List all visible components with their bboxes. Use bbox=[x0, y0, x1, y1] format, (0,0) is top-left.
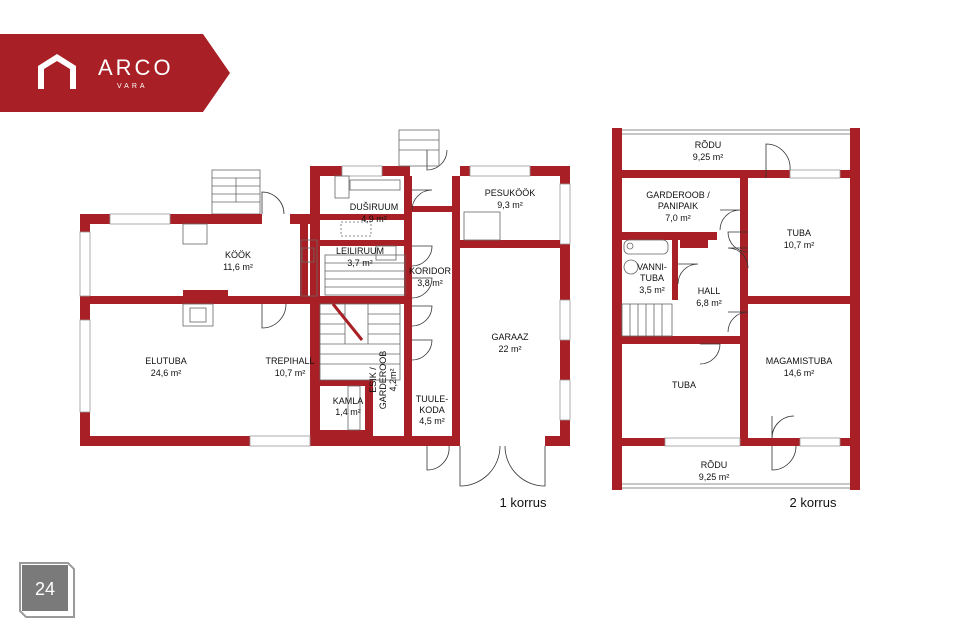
room-area-trepihall: 10,7 m² bbox=[275, 368, 306, 378]
page-number: 24 bbox=[35, 579, 55, 599]
brand-name: ARCO bbox=[98, 55, 174, 80]
room-area-pesukook: 9,3 m² bbox=[497, 200, 523, 210]
room-name-tuba-top: TUBA bbox=[787, 228, 811, 238]
room-name-garderoob-1: GARDEROOB / bbox=[646, 190, 710, 200]
floor2-stairs bbox=[621, 303, 673, 337]
room-area-rodu-bottom: 9,25 m² bbox=[699, 472, 730, 482]
room-name-koridor: KORIDOR bbox=[409, 266, 452, 276]
room-area-garderoob: 7,0 m² bbox=[665, 213, 691, 223]
floor-2: RÕDU 9,25 m² GARDEROOB / PANIPAIK 7,0 m²… bbox=[612, 128, 860, 510]
room-area-leiliruum: 3,7 m² bbox=[347, 258, 373, 268]
floor-1: KÖÖK 11,6 m² ELUTUBA 24,6 m² TREPIHALL 1… bbox=[79, 129, 571, 510]
room-name-elutuba: ELUTUBA bbox=[145, 356, 187, 366]
room-area-esik: 4,2m² bbox=[388, 368, 398, 391]
room-name-esik-1: ESIK / bbox=[368, 367, 378, 393]
room-area-tuba-top: 10,7 m² bbox=[784, 240, 815, 250]
room-name-rodu-top: RÕDU bbox=[695, 140, 722, 150]
room-name-tuulekoda-1: TUULE- bbox=[416, 394, 449, 404]
room-name-kamla: KAMLA bbox=[333, 396, 364, 406]
house-logo-icon bbox=[38, 54, 76, 89]
room-name-rodu-bottom: RÕDU bbox=[701, 460, 728, 470]
room-area-hall: 6,8 m² bbox=[696, 298, 722, 308]
room-name-hall: HALL bbox=[698, 286, 721, 296]
room-area-dusiruum: 4,9 m² bbox=[361, 214, 387, 224]
room-area-koridor: 3,8 m² bbox=[417, 278, 443, 288]
room-name-pesukook: PESUKÖÖK bbox=[485, 188, 536, 198]
room-name-vannituba-1: VANNI- bbox=[637, 262, 667, 272]
room-name-leiliruum: LEILIRUUM bbox=[336, 246, 384, 256]
room-area-vannituba: 3,5 m² bbox=[639, 285, 665, 295]
room-area-kook: 11,6 m² bbox=[223, 262, 253, 272]
entry-steps bbox=[211, 169, 261, 215]
room-name-vannituba-2: TUBA bbox=[640, 273, 664, 283]
room-name-esik-2: GARDEROOB bbox=[378, 351, 388, 410]
room-name-garderoob-2: PANIPAIK bbox=[658, 201, 698, 211]
room-name-garaaz: GARAAZ bbox=[491, 332, 529, 342]
room-label-esik: ESIK / GARDEROOB 4,2m² bbox=[368, 351, 398, 410]
brand-banner: ARCO VARA bbox=[0, 34, 230, 112]
floor-2-label: 2 korrus bbox=[790, 495, 837, 510]
room-area-magamistuba: 14,6 m² bbox=[784, 368, 815, 378]
room-name-tuba-bottom: TUBA bbox=[672, 380, 696, 390]
room-area-tuulekoda: 4,5 m² bbox=[419, 416, 445, 426]
room-area-rodu-top: 9,25 m² bbox=[693, 152, 724, 162]
room-name-magamistuba: MAGAMISTUBA bbox=[766, 356, 833, 366]
floor-1-label: 1 korrus bbox=[500, 495, 547, 510]
room-area-garaaz: 22 m² bbox=[498, 344, 521, 354]
room-name-trepihall: TREPIHALL bbox=[265, 356, 314, 366]
banner-shape bbox=[0, 34, 230, 112]
floor1-stairs bbox=[319, 254, 406, 381]
brand-sub: VARA bbox=[117, 83, 148, 90]
floor2-doors bbox=[677, 143, 797, 471]
room-name-kook: KÖÖK bbox=[225, 250, 251, 260]
room-area-elutuba: 24,6 m² bbox=[151, 368, 182, 378]
room-name-dusiruum: DUŠIRUUM bbox=[350, 202, 399, 212]
floor1-doors bbox=[261, 129, 546, 487]
page-number-badge: 24 bbox=[19, 562, 75, 618]
room-name-tuulekoda-2: KODA bbox=[419, 405, 445, 415]
room-area-kamla: 1,4 m² bbox=[335, 407, 361, 417]
